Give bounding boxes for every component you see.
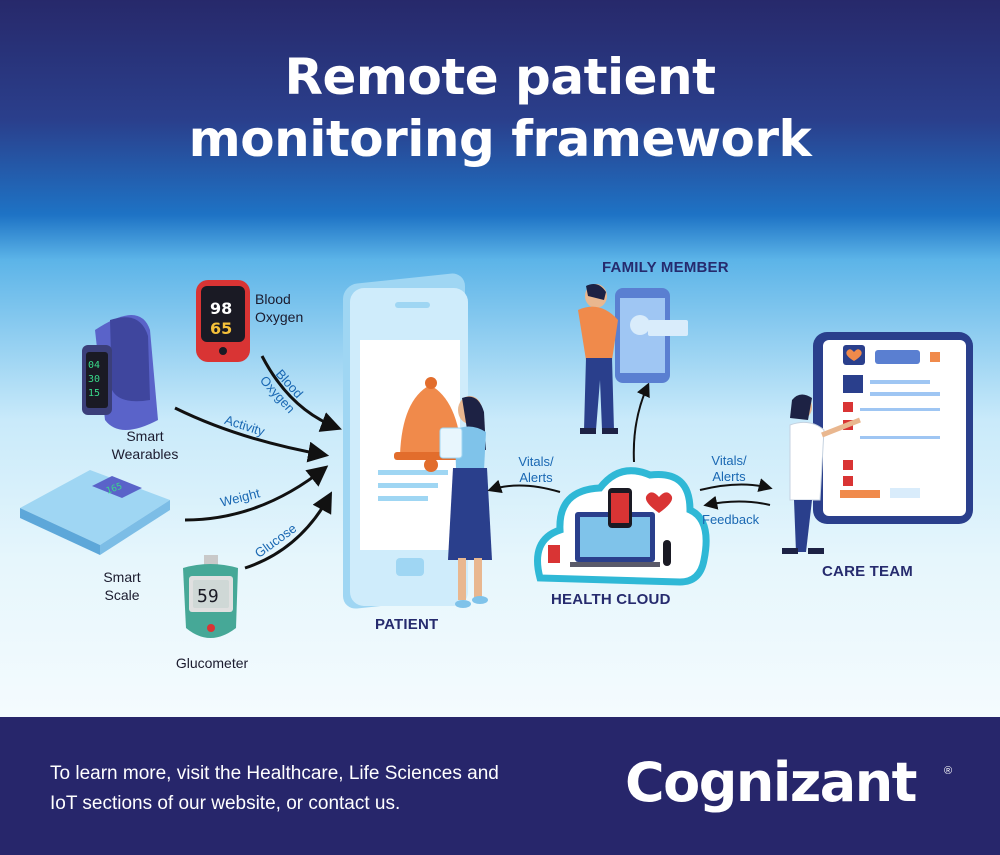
oximeter-reading-top: 98	[210, 299, 232, 318]
label-blood-oxygen: Blood Oxygen	[255, 291, 304, 325]
footer-text: To learn more, visit the Healthcare, Lif…	[50, 763, 499, 814]
label-glucometer: Glucometer	[175, 655, 249, 671]
flow-label-feedback: Feedback	[702, 512, 760, 527]
health-cloud-icon	[534, 467, 710, 586]
family-member-figure	[578, 284, 688, 434]
title-line-1: Remote patient	[284, 48, 716, 106]
smart-scale-icon: 165	[20, 470, 170, 555]
glucometer-reading: 59	[197, 586, 219, 607]
patient-figure	[439, 396, 492, 608]
page-title: Remote patient monitoring framework	[0, 46, 1000, 170]
flow-label-vitals-patient: Vitals/ Alerts	[518, 454, 554, 485]
title-line-2: monitoring framework	[188, 110, 812, 168]
device-arrows	[174, 355, 342, 570]
footer-bar: To learn more, visit the Healthcare, Lif…	[0, 717, 1000, 855]
cloud-arrows	[487, 382, 773, 510]
label-family-member: FAMILY MEMBER	[602, 259, 729, 276]
care-team-figure	[782, 332, 973, 554]
registered-mark: ®	[944, 765, 953, 777]
watch-reading-3: 15	[88, 388, 100, 399]
label-care-team: CARE TEAM	[822, 563, 913, 580]
label-smart-wearables: Smart Wearables	[111, 428, 179, 462]
label-health-cloud: HEALTH CLOUD	[551, 591, 671, 608]
smartwatch-icon: 04 30 15	[82, 315, 158, 430]
label-smart-scale: Smart Scale	[103, 569, 141, 603]
flow-label-vitals-care: Vitals/ Alerts	[711, 453, 747, 484]
pulse-oximeter-icon: 98 65	[196, 280, 250, 362]
label-patient: PATIENT	[375, 616, 439, 633]
watch-reading-2: 30	[88, 374, 100, 385]
cognizant-logo: Cognizant	[625, 751, 917, 814]
watch-reading-1: 04	[88, 360, 100, 371]
glucometer-icon: 59	[183, 555, 238, 638]
oximeter-reading-bottom: 65	[210, 319, 232, 338]
